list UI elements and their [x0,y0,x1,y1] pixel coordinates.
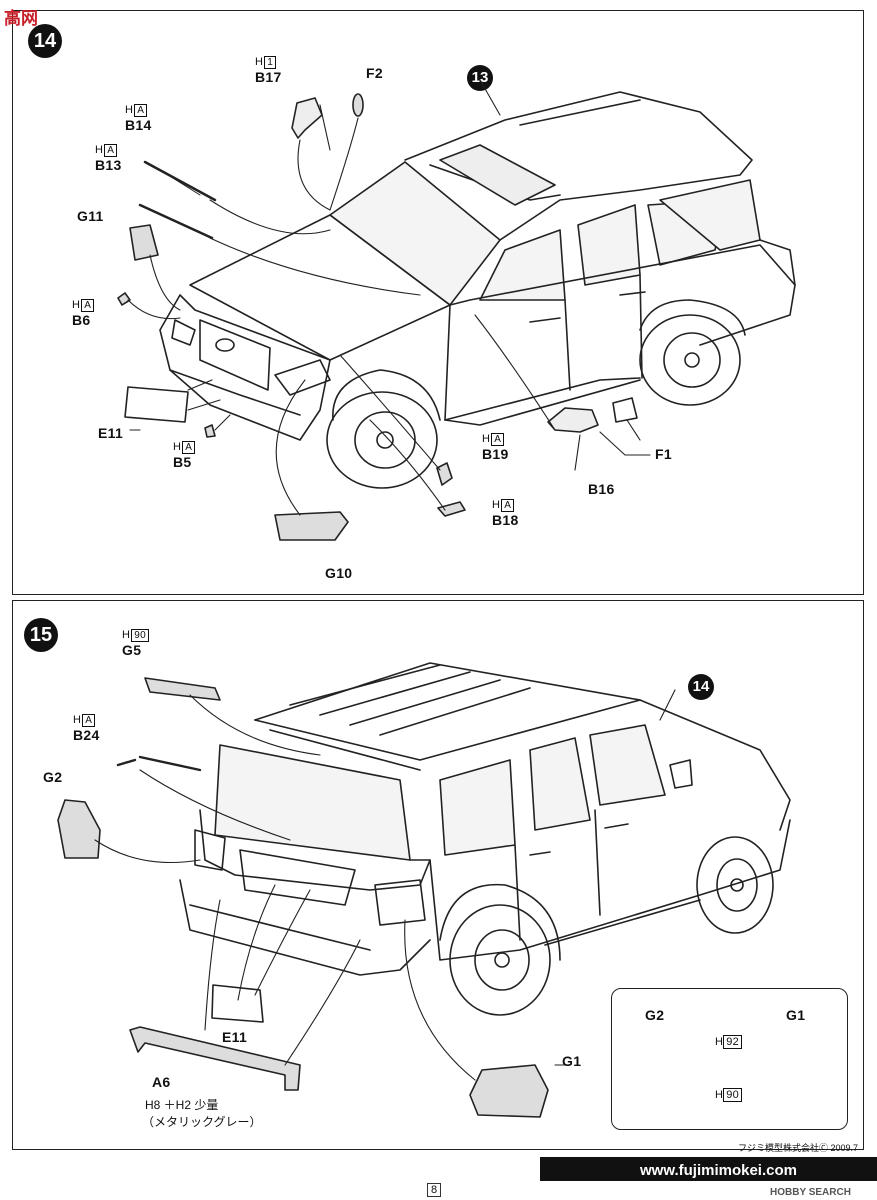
taillight-color-inset [611,988,848,1130]
part-e11-plate-15 [211,984,264,1023]
label-f1: F1 [655,446,672,462]
label-e11-step14: E11 [98,425,124,441]
part-g5-spoiler-light [144,677,221,701]
part-g1-taillight [469,1064,549,1118]
part-g10-lens [274,511,349,541]
part-b5 [204,424,216,438]
front-car-body [159,91,796,489]
step-number-14: 14 [28,24,62,58]
site-watermark-top: 高网 [4,9,38,28]
part-f1-glass [612,397,638,423]
a6-paint-note-color: （メタリックグレー） [142,1115,262,1129]
part-e11-plate [124,386,189,423]
part-b19 [436,462,453,486]
wiper-b13 [138,203,214,240]
a6-paint-note: H8 ＋H2 少量 [145,1098,219,1112]
part-f2-glass [352,93,364,117]
part-b16-mirror [547,407,599,433]
label-g2: G2 [43,769,63,785]
ref-step-14-badge: 14 [688,674,714,700]
wiper-b14 [143,160,217,202]
part-b18 [437,501,466,517]
copyright: フジミ模型株式会社Ⓒ 2009.7 [738,1143,859,1153]
step-number-15: 15 [24,618,58,652]
part-b17-mirror [291,97,323,139]
label-f2: F2 [366,65,383,81]
label-g11: G11 [77,208,104,224]
part-b24-wiper [116,755,202,772]
footer-bar [540,1157,877,1181]
site-watermark-bottom: HOBBY SEARCH [770,1187,851,1198]
label-g10: G10 [325,565,353,581]
step-14-panel [12,10,864,595]
part-g11-lens [129,224,159,261]
part-b6 [117,292,131,306]
label-g1: G1 [562,1053,582,1069]
inset-label-g2: G2 [645,1007,665,1023]
part-a6-skirt [129,1026,301,1091]
ref-step-13-badge: 13 [467,65,493,91]
label-e11-step15: E11 [222,1029,248,1045]
page-number: 8 [427,1183,442,1197]
footer-url[interactable]: www.fujimimokei.com [640,1162,797,1179]
label-b16: B16 [588,481,615,497]
inset-label-g1: G1 [786,1007,806,1023]
part-g2-taillight [57,799,101,859]
label-a6: A6 [152,1074,171,1090]
